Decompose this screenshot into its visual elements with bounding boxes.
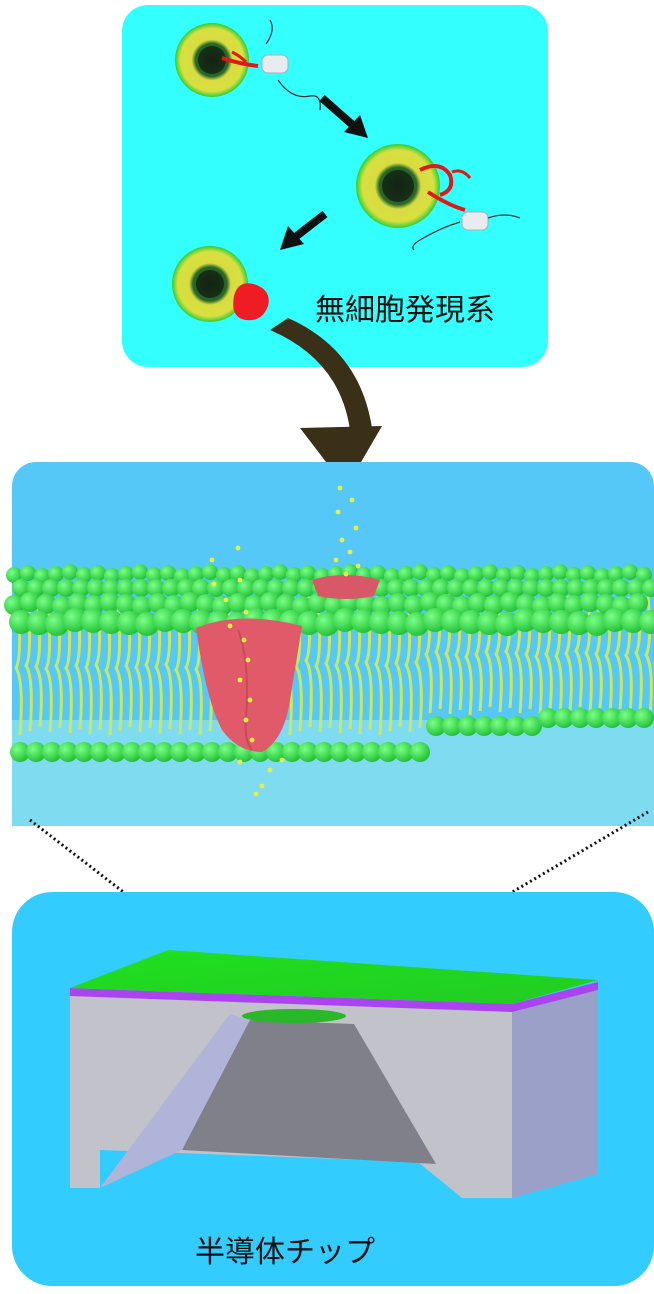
- ion-particle: [254, 792, 259, 797]
- ion-particle: [250, 738, 255, 743]
- ion-particle: [228, 624, 233, 629]
- lipid-head: [202, 564, 218, 580]
- lipid-head: [90, 565, 106, 581]
- lipid-head: [510, 565, 526, 581]
- ion-particle: [336, 510, 341, 515]
- ion-particle: [334, 558, 339, 563]
- ion-particle: [248, 698, 253, 703]
- ion-particle: [356, 564, 361, 569]
- ion-particle: [260, 784, 265, 789]
- cell-free-panel: 無細胞発現系: [122, 5, 548, 367]
- ion-particle: [338, 486, 343, 491]
- chip-label: 半導体チップ: [195, 1235, 375, 1270]
- lipid-head: [160, 565, 176, 581]
- ion-particle: [268, 768, 273, 773]
- lipid-head: [482, 564, 498, 580]
- ion-particle: [340, 538, 345, 543]
- ion-particle: [344, 572, 349, 577]
- lipid-head: [622, 564, 638, 580]
- lipid-head: [580, 565, 596, 581]
- ion-particle: [236, 546, 241, 551]
- lipid-head: [552, 564, 568, 580]
- ion-particle: [246, 658, 251, 663]
- lipid-head: [634, 708, 654, 728]
- lipid-head: [440, 565, 456, 581]
- membrane-panel: [4, 462, 654, 826]
- lipid-head: [230, 565, 246, 581]
- lipid-head: [132, 564, 148, 580]
- ion-particle: [280, 758, 285, 763]
- ion-particle: [242, 638, 247, 643]
- lipid-head: [62, 564, 78, 580]
- ion-particle: [210, 558, 215, 563]
- ion-particle: [244, 610, 249, 615]
- channel-protein-back: [312, 575, 380, 599]
- ion-particle: [238, 578, 243, 583]
- lipid-head: [20, 565, 36, 581]
- lipid-head: [412, 564, 428, 580]
- ion-particle: [238, 760, 243, 765]
- ion-particle: [238, 678, 243, 683]
- ion-particle: [350, 498, 355, 503]
- ion-particle: [348, 550, 353, 555]
- cell-free-label: 無細胞発現系: [315, 293, 495, 328]
- chip-panel: 半導体チップ: [12, 892, 654, 1286]
- ion-particle: [212, 582, 217, 587]
- ion-particle: [224, 598, 229, 603]
- ion-particle: [244, 718, 249, 723]
- lipid-head: [410, 742, 430, 762]
- lipid-head: [272, 564, 288, 580]
- ion-particle: [354, 526, 359, 531]
- lipid-head: [300, 565, 316, 581]
